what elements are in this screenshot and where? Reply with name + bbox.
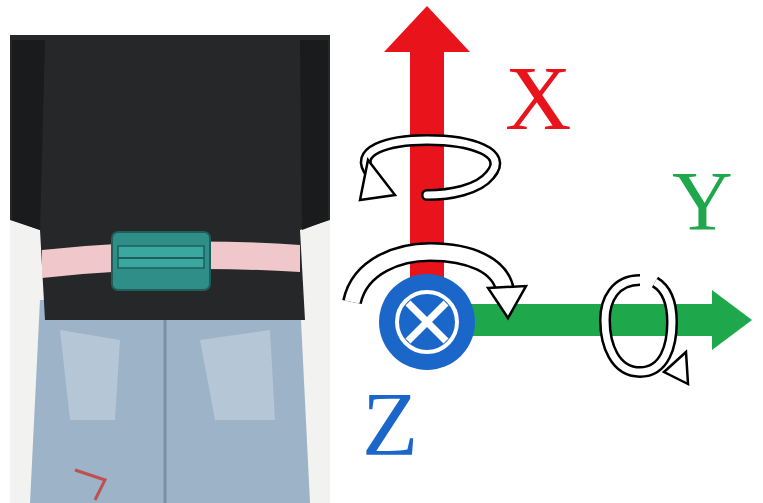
- jeans: [30, 300, 310, 503]
- jeans-pocket: [60, 330, 120, 420]
- z-axis-label: Z: [362, 378, 418, 470]
- arm: [300, 40, 328, 230]
- z-axis-cross: [408, 303, 446, 341]
- y-axis-label: Y: [672, 160, 733, 244]
- x-axis-label: X: [505, 52, 571, 144]
- rotation-x-arrow: [360, 140, 495, 200]
- photo: [10, 35, 330, 503]
- sensor-pouch-seam: [118, 257, 204, 259]
- arm: [12, 40, 45, 230]
- z-axis-ring: [397, 292, 457, 352]
- rotation-z-arrow: [352, 252, 526, 318]
- jeans-pocket: [200, 330, 275, 420]
- jeans-seam: [164, 300, 167, 503]
- sensor-pouch: [112, 232, 210, 290]
- t-shirt: [10, 35, 330, 320]
- jeans-tab: [75, 470, 105, 500]
- z-axis-circle: [379, 274, 475, 370]
- photo-background: [10, 35, 330, 503]
- y-axis-arrowhead: [712, 290, 752, 350]
- z-axis-symbol: [379, 274, 475, 370]
- sensor-pouch-flap: [118, 246, 204, 268]
- x-axis-arrowhead: [384, 6, 470, 52]
- z-axis-cross: [408, 303, 446, 341]
- rotation-y-arrow: [605, 280, 688, 384]
